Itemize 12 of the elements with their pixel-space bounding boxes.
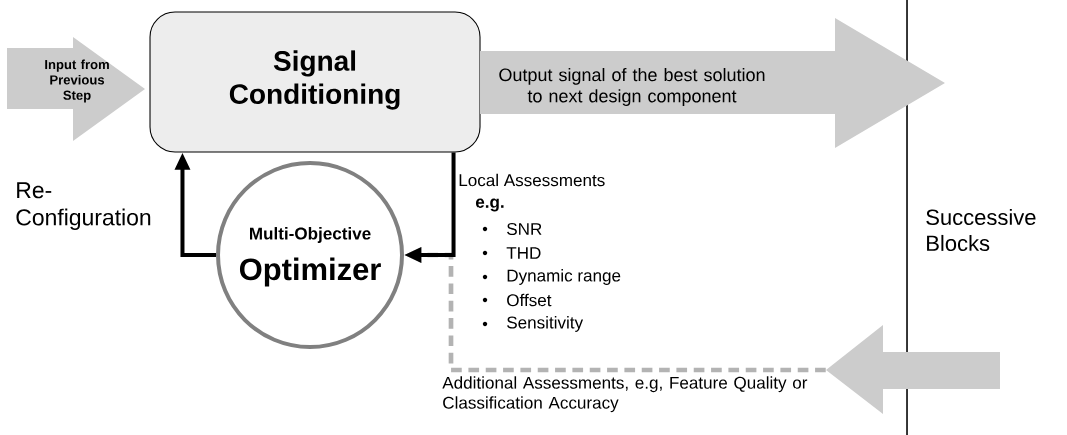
process-box: Signal Conditioning — [149, 11, 481, 153]
bullet-item: SNR — [482, 222, 542, 236]
text-label: Local Assessments — [459, 173, 605, 187]
bullet-item: Dynamic range — [482, 269, 621, 285]
edge-label: Re-Configuration — [16, 182, 151, 230]
block-arrow — [826, 325, 1000, 414]
text-label: Successive Blocks — [926, 208, 1036, 252]
bullet-item: Offset — [482, 293, 552, 307]
text-label: e.g. — [475, 198, 504, 212]
bullet-item: Sensitivity — [482, 316, 584, 332]
edge-label: Additional Assessments, e.g, Feature Quality or Classification Accuracy — [442, 376, 808, 413]
bullet-item: THD — [482, 247, 541, 259]
